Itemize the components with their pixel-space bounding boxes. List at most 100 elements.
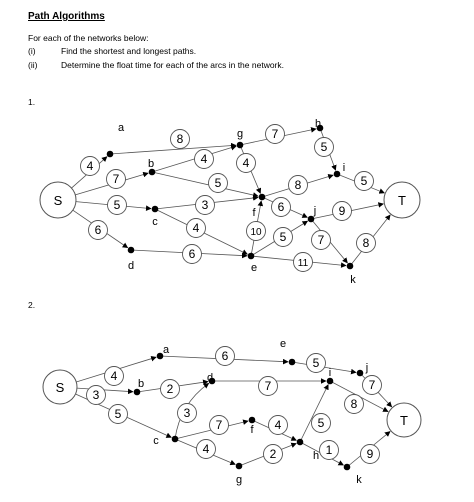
item-marker-2: (ii) <box>28 60 38 70</box>
node-j <box>307 215 315 223</box>
weight-bubble-c-e <box>186 218 206 238</box>
arc-a-g <box>109 142 237 155</box>
weight-k-T: 9 <box>367 447 374 461</box>
terminal-T-label: T <box>398 193 406 208</box>
node-c-label: c <box>152 216 158 228</box>
node-f-label: f <box>252 207 256 219</box>
weight-d-i: 7 <box>265 379 272 393</box>
node-a <box>106 150 114 158</box>
weight-S-b: 7 <box>113 172 120 186</box>
weight-S-c: 5 <box>114 198 121 212</box>
weight-d-e: 6 <box>189 247 196 261</box>
node-c <box>171 435 179 443</box>
terminal-S <box>39 181 77 219</box>
weight-bubble-e-j <box>306 353 326 373</box>
weight-bubble-S-c <box>107 195 127 215</box>
weight-b-f: 5 <box>215 176 222 190</box>
weight-e-j: 5 <box>280 230 287 244</box>
weight-S-b: 3 <box>93 388 100 402</box>
node-c <box>151 205 159 213</box>
weight-b-d: 2 <box>167 382 174 396</box>
node-f <box>258 193 266 201</box>
node-k <box>346 262 354 270</box>
weight-bubble-h-k <box>319 440 339 460</box>
node-f-label: f <box>250 424 254 436</box>
weight-h-i: 5 <box>318 416 325 430</box>
weight-j-T: 9 <box>339 204 346 218</box>
weight-bubble-g-h <box>265 124 285 144</box>
node-i-label: i <box>329 367 331 379</box>
intro-text: For each of the networks below: <box>28 33 149 43</box>
weight-bubble-a-e <box>215 346 235 366</box>
arc-S-b <box>76 387 134 395</box>
terminal-S-label: S <box>56 380 65 395</box>
weight-bubble-g-f <box>236 153 256 173</box>
weight-S-c: 5 <box>115 407 122 421</box>
terminal-T <box>383 181 421 219</box>
item-marker-1: (i) <box>28 46 36 56</box>
weight-bubble-S-c <box>108 404 128 424</box>
node-e-label: e <box>280 338 286 350</box>
weight-bubble-k-T <box>356 233 376 253</box>
weight-S-a: 4 <box>111 369 118 383</box>
weight-bubble-S-b <box>106 169 126 189</box>
weight-e-f: 10 <box>250 227 262 238</box>
node-h-label: h <box>313 450 319 462</box>
terminal-T-label: T <box>400 413 408 428</box>
terminal-S-label: S <box>54 193 63 208</box>
node-c-label: c <box>153 435 159 447</box>
terminal-T <box>386 402 422 438</box>
weight-j-k: 7 <box>318 233 325 247</box>
node-i-label: i <box>343 162 345 174</box>
node-d-label: d <box>207 372 213 384</box>
arc-h-i <box>299 384 329 443</box>
weight-g-h: 2 <box>270 447 277 461</box>
node-f <box>248 416 256 424</box>
node-j-label: j <box>313 205 316 217</box>
weight-h-k: 1 <box>326 443 333 457</box>
weight-bubble-g-h <box>263 444 283 464</box>
terminal-S <box>42 369 78 405</box>
node-j <box>356 369 364 377</box>
weight-bubble-b-d <box>160 379 180 399</box>
weight-bubble-i-T <box>344 394 364 414</box>
weight-h-i: 5 <box>321 140 328 154</box>
weight-a-e: 6 <box>222 349 229 363</box>
weight-bubble-d-e <box>182 244 202 264</box>
weight-bubble-h-i <box>311 413 331 433</box>
weight-bubble-j-k <box>311 230 331 250</box>
weight-bubble-j-T <box>332 201 352 221</box>
network-1-number: 1. <box>28 97 36 107</box>
weight-c-d: 3 <box>184 406 191 420</box>
node-i <box>326 377 334 385</box>
network-2-number: 2. <box>28 300 36 310</box>
node-h <box>316 124 324 132</box>
node-i <box>333 170 341 178</box>
weight-bubble-a-g <box>170 129 190 149</box>
arc-b-f <box>151 171 259 198</box>
weight-bubble-c-f <box>195 195 215 215</box>
weight-i-T: 5 <box>361 174 368 188</box>
weight-g-f: 4 <box>243 156 250 170</box>
node-b <box>133 388 141 396</box>
weight-i-T: 8 <box>351 397 358 411</box>
weight-bubble-d-i <box>258 376 278 396</box>
weight-bubble-i-T <box>354 171 374 191</box>
weight-bubble-f-j <box>271 197 291 217</box>
node-j-label: j <box>365 362 368 374</box>
page-title: Path Algorithms <box>28 11 105 22</box>
weight-f-i: 8 <box>295 178 302 192</box>
weight-bubble-c-g <box>196 439 216 459</box>
node-d <box>127 246 135 254</box>
weight-S-a: 4 <box>87 159 94 173</box>
node-e-label: e <box>251 262 257 274</box>
weight-bubble-e-f <box>246 221 266 241</box>
node-b-label: b <box>138 378 144 390</box>
weight-k-T: 8 <box>363 236 370 250</box>
node-a-label: a <box>163 344 170 356</box>
weight-bubble-S-b <box>86 385 106 405</box>
node-b-label: b <box>148 158 154 170</box>
weight-e-k: 11 <box>298 258 309 269</box>
weight-bubble-S-d <box>88 220 108 240</box>
